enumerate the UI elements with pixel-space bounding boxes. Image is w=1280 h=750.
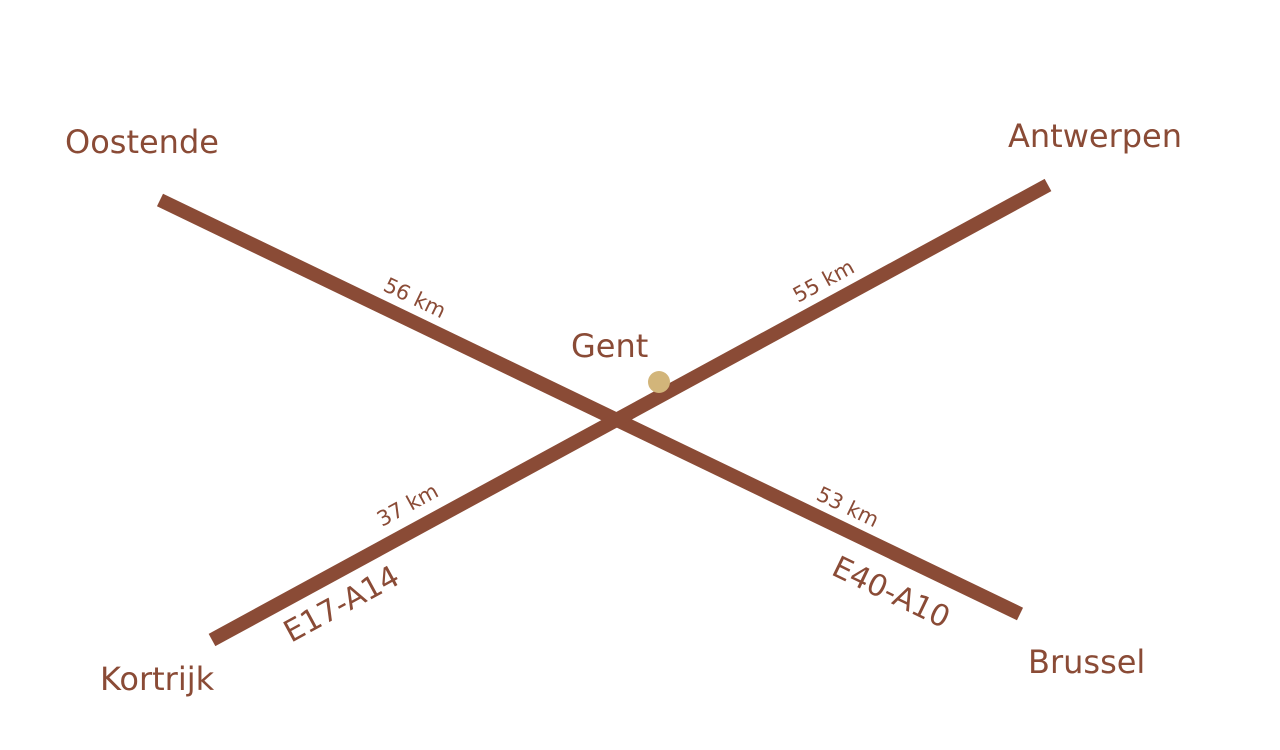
city-label-gent: Gent [571,327,648,365]
city-label-brussel: Brussel [1028,643,1145,681]
city-label-antwerpen: Antwerpen [1008,117,1182,155]
city-label-oostende: Oostende [65,123,219,161]
road-e17-a14 [208,178,1052,647]
route-label-e40-a10: E40-A10 [827,550,956,636]
gent-marker [648,371,670,393]
city-label-kortrijk: Kortrijk [100,660,215,698]
road-e40-a10 [156,193,1024,621]
